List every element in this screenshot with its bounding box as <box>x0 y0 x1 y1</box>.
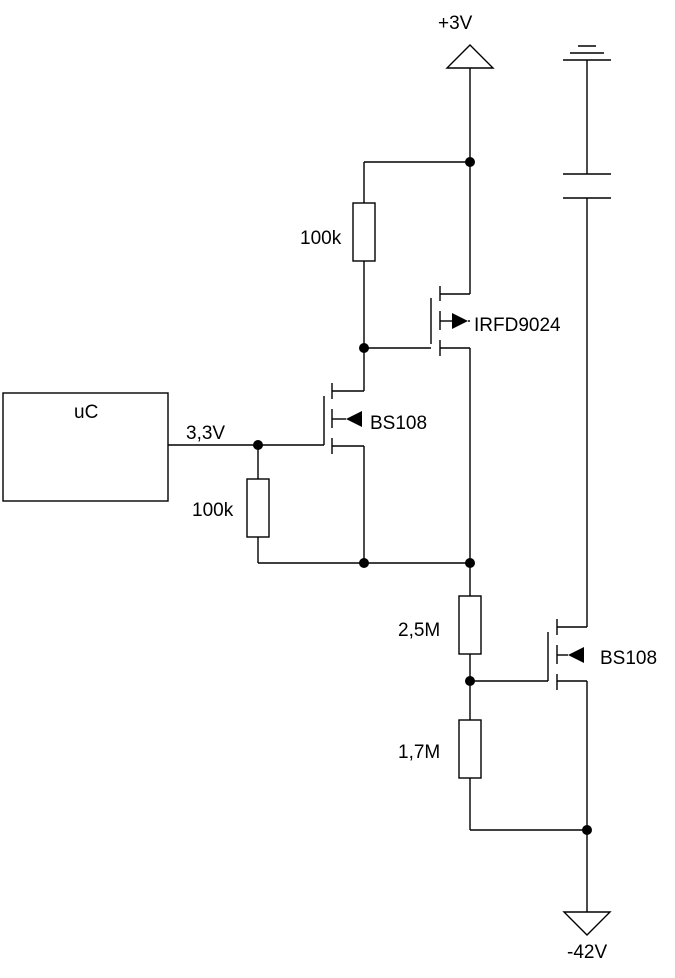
resistor-divider-bottom-label: 1,7M <box>398 742 440 763</box>
junction-dot <box>359 343 369 353</box>
mosfet-irfd9024: IRFD9024 <box>430 286 561 356</box>
mosfet-bs108-mid-label: BS108 <box>370 413 427 434</box>
mosfet-irfd9024-label: IRFD9024 <box>474 315 561 336</box>
resistor-divider-bottom: 1,7M <box>398 719 482 779</box>
junction-dot <box>359 558 369 568</box>
resistor-divider-top: 2,5M <box>398 595 482 655</box>
supply-minus42v-label: -42V <box>567 942 607 963</box>
wires <box>168 60 588 912</box>
mosfet-bs108-mid: BS108 <box>323 383 427 454</box>
microcontroller-label: uC <box>74 402 98 423</box>
supply-plus3v-symbol: +3V <box>438 13 495 69</box>
junction-dot <box>465 157 475 167</box>
resistor-gate-pulldown-label: 100k <box>192 500 234 521</box>
mosfet-bs108-right: BS108 <box>547 619 657 690</box>
resistor-gate-pullup: 100k <box>300 202 376 262</box>
input-voltage-label: 3,3V <box>186 423 225 444</box>
resistor-divider-top-label: 2,5M <box>398 620 440 641</box>
supply-plus3v-label: +3V <box>438 13 473 34</box>
mosfet-bs108-right-label: BS108 <box>600 648 657 669</box>
microcontroller-block: uC <box>2 392 169 502</box>
supply-minus42v-symbol: -42V <box>562 911 612 963</box>
junction-dot <box>253 440 263 450</box>
junction-dot <box>582 825 592 835</box>
ground-symbol <box>563 45 611 61</box>
resistor-gate-pulldown: 100k <box>192 478 270 538</box>
capacitor <box>563 173 611 199</box>
resistor-gate-pullup-label: 100k <box>300 228 342 249</box>
junction-dot <box>465 676 475 686</box>
junction-dots <box>253 157 592 835</box>
junction-dot <box>465 558 475 568</box>
